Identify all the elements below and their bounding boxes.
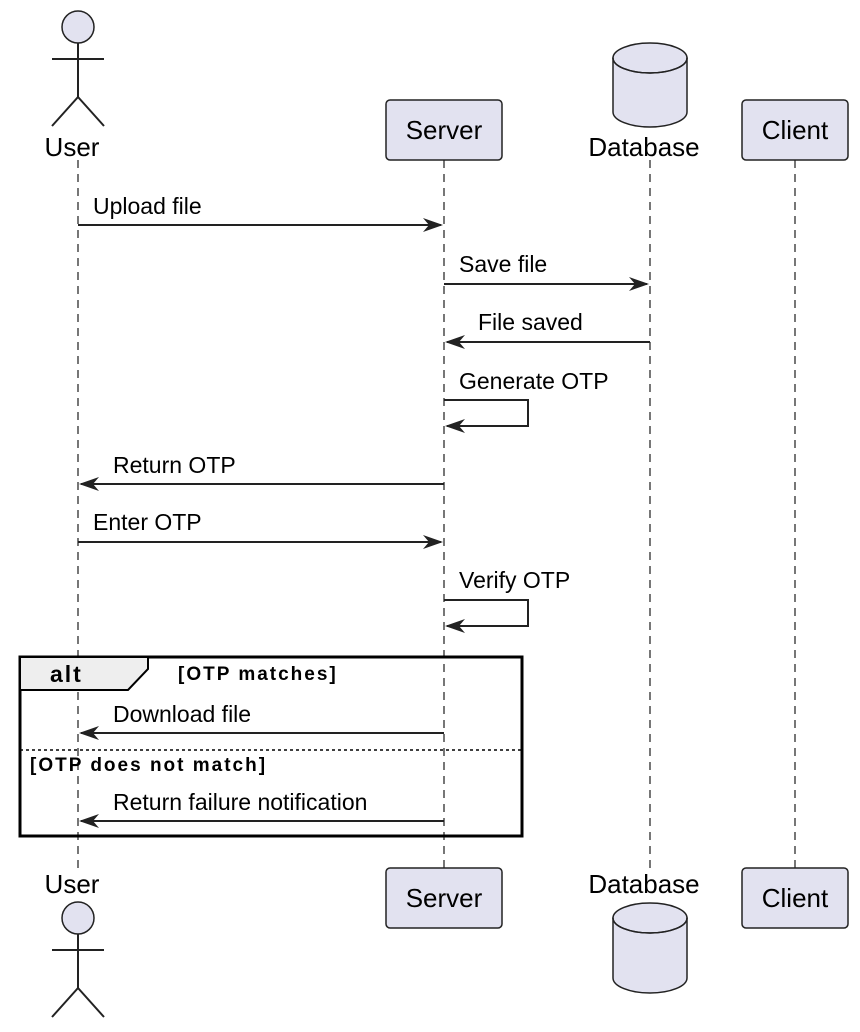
actor-user-top: User [45,10,105,162]
alt-keyword: alt [50,661,83,687]
message-label: Download file [113,701,251,727]
actor-user-bottom: User [45,869,105,1018]
message-label: Verify OTP [459,567,570,593]
message-download-file: Download file [79,701,444,740]
participant-server-top: Server [385,99,503,161]
message-verify-otp: Verify OTP [444,567,570,633]
database-cylinder-icon [612,42,688,128]
message-label: Return OTP [113,452,236,478]
participant-client-bottom: Client [741,867,849,929]
participant-label-server: Server [406,115,483,145]
participant-label-user: User [45,869,100,899]
message-label: File saved [478,309,583,335]
participant-label-client: Client [762,883,829,913]
participant-database-bottom: Database [588,869,700,994]
message-return-failure-notification: Return failure notification [79,789,444,828]
participant-label-client: Client [762,115,829,145]
actor-figure-icon [51,901,105,1018]
alt-guard-1: [OTP matches] [178,664,338,685]
message-label: Generate OTP [459,368,609,394]
message-label: Upload file [93,193,202,219]
participant-database-top: Database [588,42,700,162]
database-cylinder-icon [612,902,688,994]
message-label: Enter OTP [93,509,202,535]
participant-label-database: Database [588,869,699,899]
message-label: Save file [459,251,547,277]
actor-figure-icon [51,10,105,127]
message-enter-otp: Enter OTP [78,509,443,549]
alt-guard-2: [OTP does not match] [30,755,267,776]
participant-client-top: Client [741,99,849,161]
message-file-saved: File saved [445,309,650,349]
participant-label-user: User [45,132,100,162]
participant-label-server: Server [406,883,483,913]
message-return-otp: Return OTP [79,452,444,491]
alt-fragment: alt [OTP matches] [OTP does not match] [18,655,524,838]
message-label: Return failure notification [113,789,367,815]
message-generate-otp: Generate OTP [444,368,609,433]
participant-label-database: Database [588,132,699,162]
participant-server-bottom: Server [385,867,503,929]
message-save-file: Save file [444,251,649,291]
message-upload-file: Upload file [78,193,443,232]
